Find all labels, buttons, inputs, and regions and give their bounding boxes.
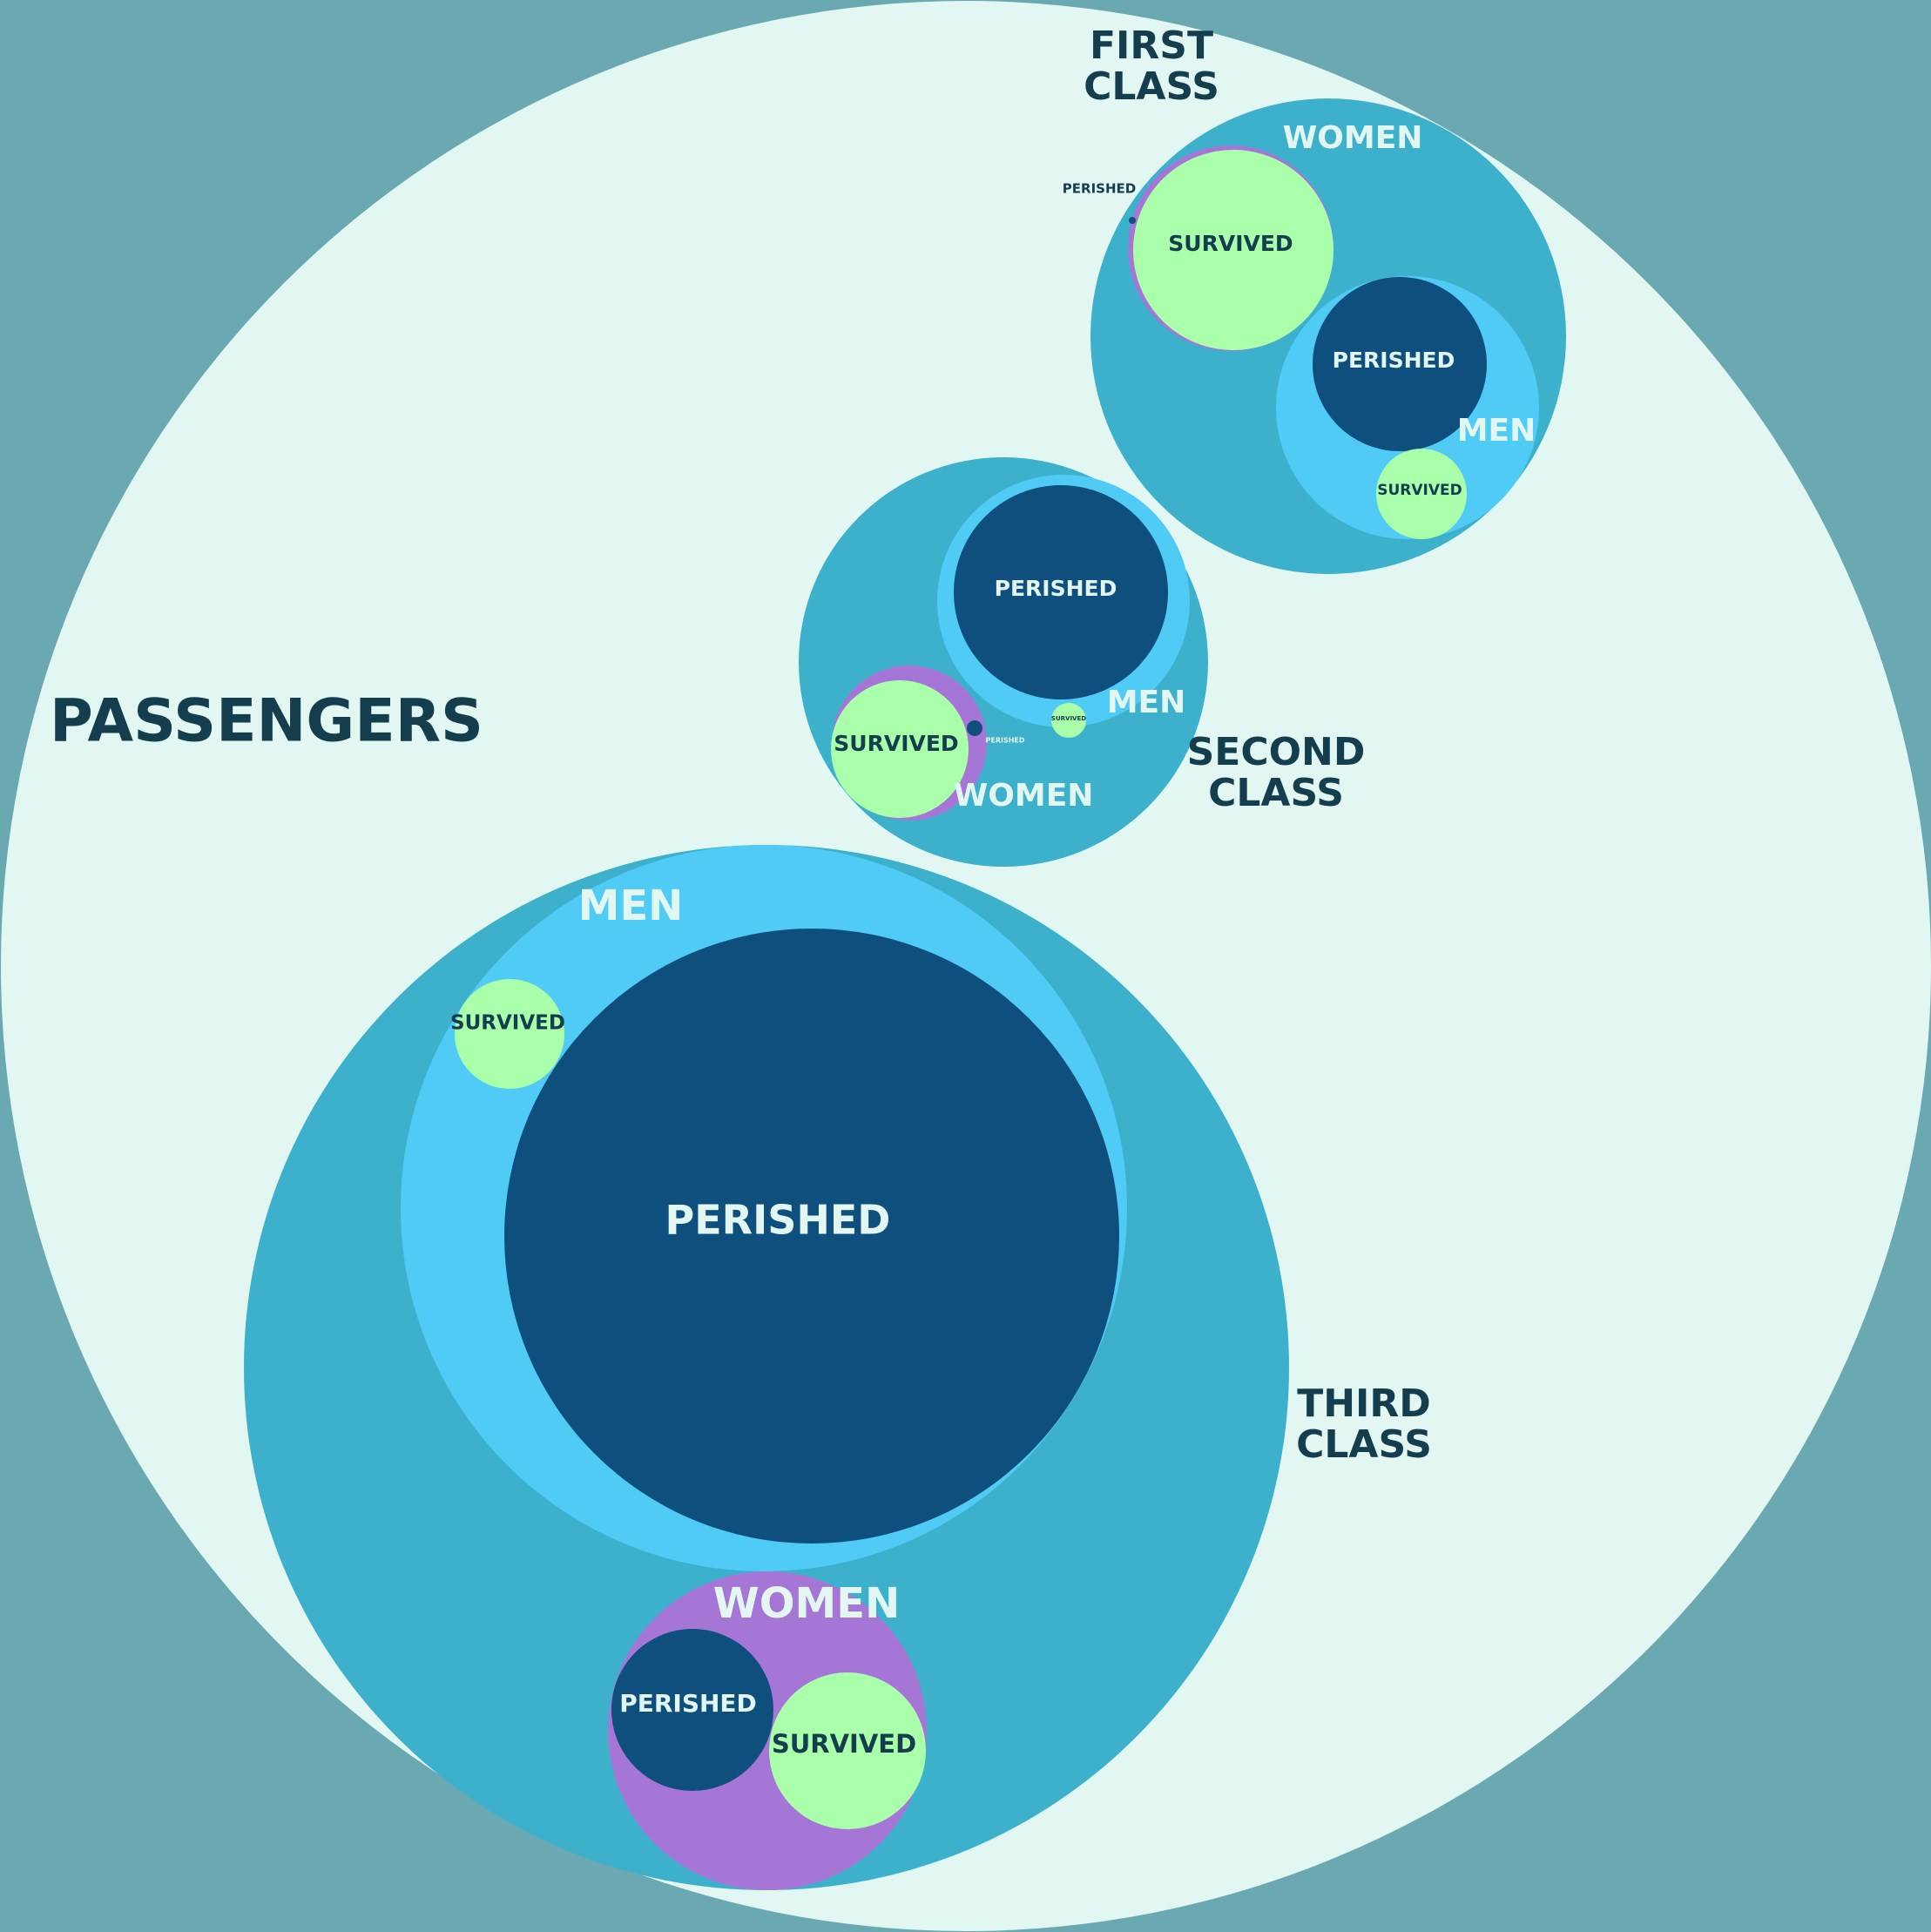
second-women-perished-label: PERISHED bbox=[985, 737, 1024, 745]
third-men-survived-bubble bbox=[455, 979, 564, 1089]
first-women-label: WOMEN bbox=[1283, 120, 1423, 156]
third-women-survived-label: SURVIVED bbox=[772, 1729, 916, 1759]
first-class-group: FIRST CLASS WOMEN SURVIVED PERISHED MEN … bbox=[1063, 24, 1566, 574]
second-women-perished-bubble bbox=[967, 720, 982, 736]
second-class-group: SECOND CLASS MEN PERISHED SURVIVED WOMEN… bbox=[799, 457, 1365, 867]
third-women-label: WOMEN bbox=[713, 1579, 900, 1628]
third-women-perished-label: PERISHED bbox=[619, 1689, 757, 1718]
third-men-perished-label: PERISHED bbox=[665, 1197, 891, 1244]
second-men-perished-label: PERISHED bbox=[995, 576, 1117, 601]
first-men-survived-label: SURVIVED bbox=[1377, 482, 1462, 499]
third-women-survived-bubble bbox=[769, 1672, 926, 1829]
third-men-perished-bubble bbox=[504, 929, 1119, 1544]
first-class-label-line1: FIRST bbox=[1090, 24, 1213, 68]
first-class-label-line2: CLASS bbox=[1084, 64, 1219, 109]
second-class-label-line2: CLASS bbox=[1208, 771, 1344, 815]
first-men-perished-label: PERISHED bbox=[1333, 348, 1455, 373]
second-women-label: WOMEN bbox=[954, 778, 1094, 814]
third-class-label-line1: THIRD bbox=[1297, 1381, 1431, 1426]
second-class-label-line1: SECOND bbox=[1187, 730, 1366, 774]
third-men-label: MEN bbox=[578, 882, 684, 930]
second-men-survived-label: SURVIVED bbox=[1051, 715, 1086, 722]
second-men-perished-bubble bbox=[954, 485, 1168, 699]
third-women-perished-bubble bbox=[611, 1629, 773, 1791]
third-men-survived-label: SURVIVED bbox=[450, 1012, 565, 1035]
second-men-survived-bubble bbox=[1051, 703, 1086, 738]
second-women-survived-label: SURVIVED bbox=[834, 731, 958, 756]
passengers-label: PASSENGERS bbox=[50, 687, 483, 756]
first-women-survived-label: SURVIVED bbox=[1168, 231, 1293, 256]
third-class-group: THIRD CLASS MEN PERISHED SURVIVED WOMEN … bbox=[244, 845, 1432, 1890]
first-men-survived-bubble bbox=[1376, 449, 1467, 539]
second-women-survived-bubble bbox=[831, 680, 969, 818]
third-class-label-line2: CLASS bbox=[1296, 1422, 1432, 1467]
second-men-label: MEN bbox=[1107, 685, 1186, 720]
first-women-survived-bubble bbox=[1133, 150, 1333, 350]
first-women-perished-label: PERISHED bbox=[1063, 181, 1136, 197]
first-women-perished-bubble bbox=[1129, 217, 1136, 224]
first-men-perished-bubble bbox=[1313, 277, 1487, 451]
first-men-label: MEN bbox=[1457, 413, 1536, 449]
